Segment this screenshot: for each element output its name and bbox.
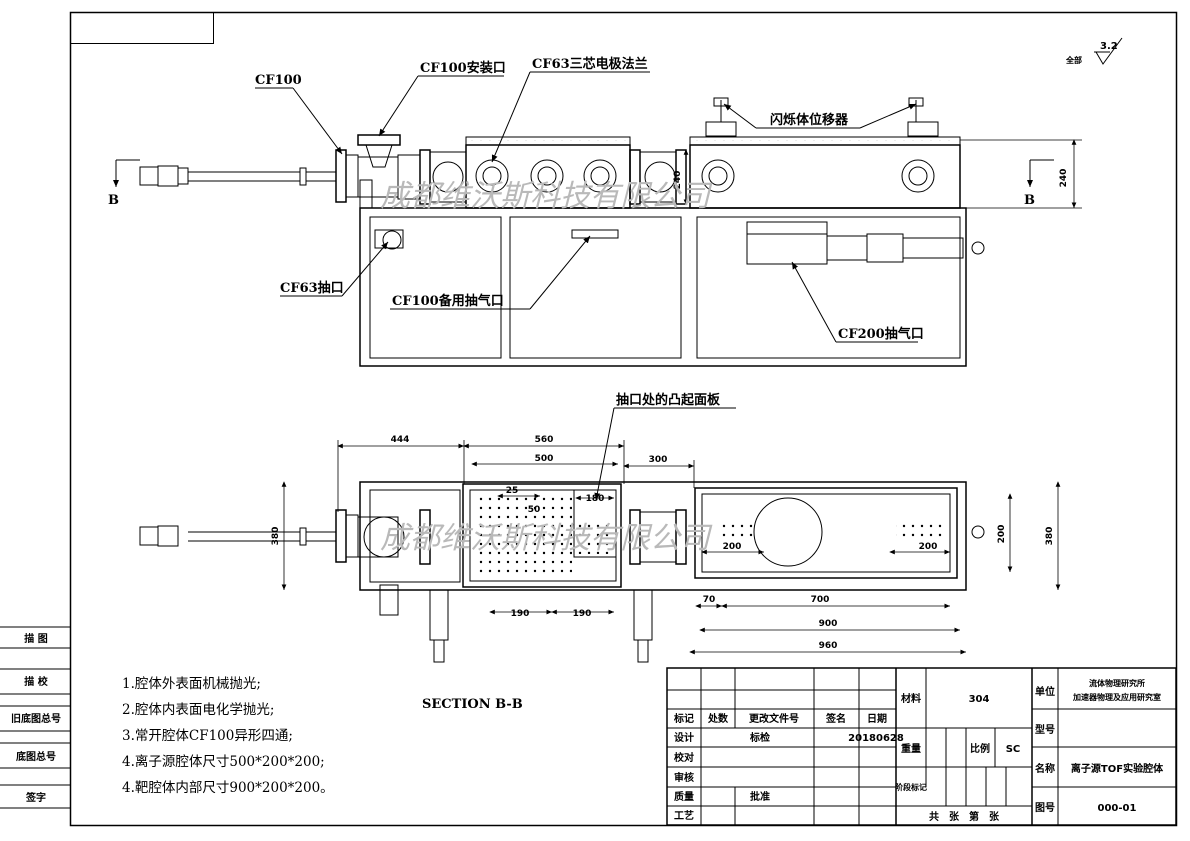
tb-std-check: 标检: [749, 731, 770, 744]
note-1: 1.腔体外表面机械抛光;: [122, 676, 261, 692]
tb-scale-label: 比例: [970, 742, 990, 755]
label-bump-panel: 抽口处的凸起面板: [616, 392, 721, 408]
side-stamp-cells: [0, 626, 70, 809]
dim-444: 444: [391, 435, 410, 445]
tb-material: 304: [969, 694, 990, 705]
side-stamp-sign: 签字: [25, 791, 46, 804]
section-view: [139, 407, 985, 663]
section-dot-grids: [474, 496, 942, 576]
note-2: 2.腔体内表面电化学抛光;: [122, 702, 274, 718]
dim-70: 70: [703, 595, 716, 605]
label-cf100-spare: CF100备用抽气口: [392, 293, 504, 309]
tb-hdr-count: 处数: [707, 712, 729, 725]
section-marker-right: B: [1024, 193, 1035, 208]
side-stamp-draw: 描 图: [24, 632, 47, 645]
watermark-top: 成都维沃斯科技有限公司: [380, 179, 713, 214]
dim-900: 900: [819, 619, 838, 629]
dim-190-left: 190: [511, 609, 530, 619]
tb-stage-label: 阶段标记: [895, 782, 927, 792]
dim-960: 960: [819, 641, 838, 651]
tb-hdr-sign: 签名: [825, 712, 846, 725]
dim-500: 500: [535, 454, 554, 464]
dim-25: 25: [506, 486, 519, 496]
dim-300: 300: [649, 455, 668, 465]
tb-hdr-mark: 标记: [673, 712, 694, 725]
label-cf63-flange: CF63三芯电极法兰: [532, 56, 648, 72]
label-cf63-pump: CF63抽口: [280, 280, 344, 296]
dim-240-mid: 240: [673, 171, 683, 190]
top-view-leaders: [255, 71, 918, 343]
dim-380-right: 380: [1045, 527, 1055, 546]
label-scintillator: 闪烁体位移器: [770, 112, 849, 128]
tb-hdr-date: 日期: [867, 712, 887, 725]
section-dims: [281, 440, 1061, 655]
top-height-dims: [683, 139, 1082, 209]
tb-material-label: 材料: [901, 692, 921, 705]
roughness-symbol: [1094, 37, 1123, 65]
tb-unit-label: 单位: [1035, 685, 1055, 698]
tb-weight-label: 重量: [901, 742, 921, 755]
label-cf200-pump: CF200抽气口: [838, 326, 924, 342]
label-cf100: CF100: [255, 73, 302, 88]
dim-700: 700: [811, 595, 830, 605]
tb-drawing-no: 000-01: [1098, 803, 1137, 814]
note-3: 3.常开腔体CF100异形四通;: [122, 728, 293, 744]
watermark-bottom: 成都维沃斯科技有限公司: [380, 521, 713, 556]
dim-560: 560: [535, 435, 554, 445]
tb-unit-line1: 流体物理研究所: [1089, 678, 1145, 688]
tb-review: 审核: [674, 771, 694, 784]
tb-proofread: 校对: [674, 751, 694, 764]
section-marker-left: B: [108, 193, 119, 208]
tb-approve: 批准: [750, 790, 770, 803]
tb-scale: SC: [1006, 744, 1021, 755]
surface-all-label: 全部: [1065, 55, 1082, 65]
sheet-border: [69, 11, 1178, 827]
dim-200-right: 200: [919, 542, 938, 552]
tb-design: 设计: [674, 731, 694, 744]
tb-quality: 质量: [674, 790, 694, 803]
label-cf100-port: CF100安装口: [420, 60, 506, 76]
tb-name: 离子源TOF实验腔体: [1071, 762, 1164, 775]
tb-unit-line2: 加速器物理及应用研究室: [1072, 692, 1161, 702]
title-block-grid: [666, 667, 1177, 826]
tb-model-label: 型号: [1035, 723, 1055, 736]
tb-date: 20180628: [848, 733, 904, 744]
side-stamp-old-base: 旧底图总号: [11, 712, 61, 725]
dim-200-left: 200: [723, 542, 742, 552]
roughness-value: 3.2: [1100, 41, 1118, 52]
top-view-bolts: [470, 140, 956, 143]
side-stamp-check: 描 校: [24, 675, 48, 688]
tb-name-label: 名称: [1035, 762, 1055, 775]
tb-process: 工艺: [674, 809, 694, 822]
section-title: SECTION B-B: [422, 697, 523, 712]
dim-190-right: 190: [573, 609, 592, 619]
top-view: [113, 97, 1054, 367]
dim-240-right: 240: [1059, 169, 1069, 188]
tb-sheets: 共 张 第 张: [929, 810, 1000, 823]
dim-50: 50: [528, 505, 541, 515]
side-stamp-base: 底图总号: [16, 750, 56, 763]
tb-drawing-no-label: 图号: [1035, 802, 1055, 814]
note-4: 4.离子源腔体尺寸500*200*200;: [122, 753, 325, 770]
tb-hdr-docno: 更改文件号: [749, 712, 799, 725]
note-5: 4.靶腔体内部尺寸900*200*200。: [122, 780, 334, 796]
dim-380-left: 380: [271, 527, 281, 546]
dim-200-vert: 200: [997, 525, 1007, 544]
dim-180: 180: [586, 494, 605, 504]
